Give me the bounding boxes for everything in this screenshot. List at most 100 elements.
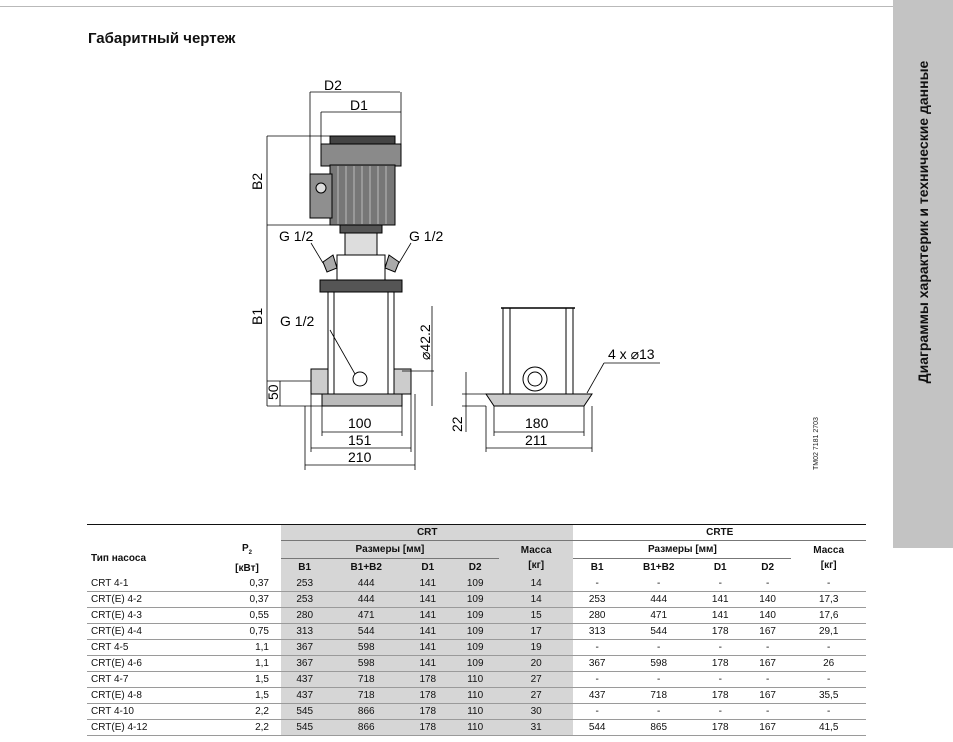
top-rule [0,6,893,7]
table-cell-m: 27 [498,687,574,704]
table-cell-p: 0,55 [213,607,281,624]
dim-d42: ⌀42.2 [417,324,433,360]
table-cell-d2: 109 [451,639,499,656]
table-cell-d2: 110 [451,703,499,720]
table-cell-eb1: - [573,671,621,688]
table-cell-ed2: 140 [743,607,792,624]
table-cell-em: 26 [791,655,866,672]
table-cell-b12: 866 [328,703,405,720]
table-cell-d2: 110 [451,687,499,704]
power-header: P2[кВт] [235,542,259,574]
table-cell-b12: 598 [328,639,405,656]
table-cell-d2: 109 [451,575,499,592]
table-cell-m: 19 [498,639,574,656]
crt-sizes-header: Размеры [мм] [281,540,499,559]
table-cell-type: CRT(E) 4-6 [87,655,213,672]
table-cell-d1: 178 [404,719,452,736]
section-side-tab: Диаграммы характерик и технические данны… [893,0,953,548]
table-cell-b12: 598 [328,655,405,672]
table-cell-eb1: 367 [573,655,621,672]
table-cell-p: 1,5 [213,671,281,688]
table-cell-eb12: - [620,671,697,688]
table-cell-b1: 367 [281,655,329,672]
table-cell-ed1: 141 [696,591,744,608]
dim-g-right: G 1/2 [409,228,443,244]
table-cell-em: - [791,575,866,592]
table-cell-b1: 545 [281,703,329,720]
table-cell-ed2: 140 [743,591,792,608]
table-cell-d1: 141 [404,655,452,672]
table-cell-d2: 109 [451,591,499,608]
table-cell-d1: 141 [404,591,452,608]
type-header: Тип насоса [91,552,147,564]
table-cell-eb1: - [573,703,621,720]
table-cell-eb1: 437 [573,687,621,704]
table-cell-em: 41,5 [791,719,866,736]
table-cell-em: 29,1 [791,623,866,640]
table-cell-b1: 253 [281,575,329,592]
table-cell-p: 1,1 [213,655,281,672]
col-b1: B1 [281,558,329,576]
table-cell-b12: 866 [328,719,405,736]
dimension-drawing: D2 D1 B2 B1 G 1/2 G 1/2 G 1/2 ⌀42.2 50 1… [249,77,660,470]
table-cell-ed1: 141 [696,607,744,624]
table-cell-b1: 313 [281,623,329,640]
dim-b1: B1 [249,308,265,325]
table-cell-em: - [791,639,866,656]
crt-mass-header: Масса[кг] [498,540,574,576]
table-cell-b1: 437 [281,671,329,688]
table-cell-ed2: - [743,639,792,656]
table-cell-p: 0,37 [213,575,281,592]
table-cell-b1: 437 [281,687,329,704]
motor-fan-cover [329,135,396,145]
table-cell-m: 31 [498,719,574,736]
table-cell-b12: 544 [328,623,405,640]
pump-side-view [485,307,593,407]
table-cell-d1: 141 [404,607,452,624]
table-cell-d2: 109 [451,655,499,672]
col-e-b1: B1 [590,561,604,573]
col-e-b1b2: B1+B2 [642,561,675,573]
table-cell-eb12: 544 [620,623,697,640]
dim-g-low: G 1/2 [280,313,314,329]
table-cell-d1: 178 [404,671,452,688]
dim-w210: 210 [348,449,372,465]
table-cell-ed1: - [696,671,744,688]
table-cell-type: CRT(E) 4-2 [87,591,213,608]
table-cell-type: CRT 4-7 [87,671,213,688]
table-cell-b12: 444 [328,575,405,592]
table-cell-eb1: 544 [573,719,621,736]
page-title: Габаритный чертеж [88,30,236,47]
table-cell-b12: 471 [328,607,405,624]
table-cell-m: 14 [498,575,574,592]
table-cell-ed2: - [743,703,792,720]
dimension-labels: D2 D1 B2 B1 G 1/2 G 1/2 G 1/2 ⌀42.2 50 1… [249,77,655,465]
table-cell-b1: 280 [281,607,329,624]
table-cell-ed1: 178 [696,623,744,640]
motor-top [320,143,402,167]
table-cell-eb1: 253 [573,591,621,608]
table-cell-d2: 110 [451,671,499,688]
table-cell-eb1: - [573,639,621,656]
table-cell-p: 0,37 [213,591,281,608]
table-cell-type: CRT(E) 4-4 [87,623,213,640]
table-cell-type: CRT 4-10 [87,703,213,720]
table-cell-em: 17,6 [791,607,866,624]
table-cell-d1: 141 [404,575,452,592]
table-cell-m: 14 [498,591,574,608]
table-cell-eb1: - [573,575,621,592]
table-cell-ed1: 178 [696,687,744,704]
table-cell-m: 30 [498,703,574,720]
dim-h22: 22 [449,416,465,432]
table-cell-type: CRT(E) 4-3 [87,607,213,624]
pump-base [321,393,403,407]
table-cell-type: CRT 4-1 [87,575,213,592]
table-cell-em: 35,5 [791,687,866,704]
